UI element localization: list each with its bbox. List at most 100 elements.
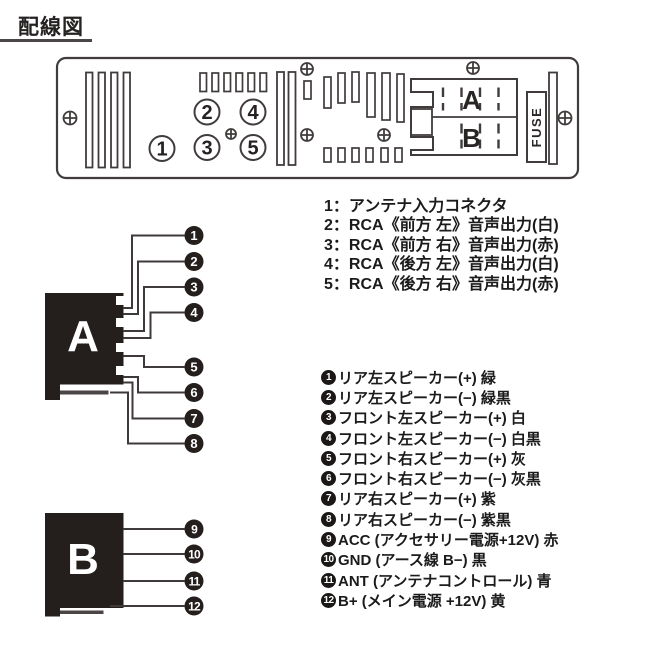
wire-line-3	[123, 286, 185, 332]
rca-ports: 1 2 3 4 5	[148, 98, 267, 162]
fuse-box	[526, 91, 547, 163]
port-circle-3	[193, 134, 221, 161]
iso-pin-slots-a	[441, 87, 500, 111]
screw-icon	[62, 61, 573, 142]
pin-list-item: 4 フロント左スピーカー(−) 白黒	[321, 428, 559, 448]
legend-item: 3：RCA《前方 右》音声出力(赤)	[324, 236, 559, 254]
legend-item: 1：アンテナ入力コネクタ	[324, 198, 508, 215]
vent-slats-bottom	[323, 147, 403, 163]
port-circle-1	[148, 135, 176, 162]
connector-a-wires	[110, 234, 185, 445]
iso-socket-b-label: B	[462, 123, 481, 153]
wire-number-10: 10	[188, 548, 201, 562]
legend-item: 2：RCA《前方 左》音声出力(白)	[324, 217, 559, 235]
wire-pin-list: 1 リア左スピーカー(+) 緑 2 リア左スピーカー(−) 緑黒 3 フロント左…	[321, 367, 559, 611]
iso-pin-slots-b	[460, 123, 500, 149]
vent-slats-left	[85, 71, 131, 169]
pin-list-item: 10 GND (アース線 B−) 黒	[321, 550, 559, 570]
pin-list-item: 1 リア左スピーカー(+) 緑	[321, 367, 559, 387]
connector-b-lip	[60, 610, 104, 614]
port-circle-4	[239, 98, 267, 126]
vent-bar-right	[548, 71, 558, 165]
port-number-1: 1	[156, 139, 167, 161]
wire-number-5: 5	[190, 360, 197, 375]
legend-item: 4：RCA《後方 左》音声出力(白)	[324, 256, 559, 274]
fuse-holder: FUSE	[526, 91, 547, 163]
connector-a-lip	[60, 390, 109, 395]
port-number-5: 5	[247, 138, 258, 160]
rear-panel: A B FUSE 1 2 3 4 5	[55, 56, 580, 180]
connector-b-block: B	[45, 513, 124, 617]
pin-label: GND (アース線 B−) 黒	[338, 552, 487, 570]
wire-number-8: 8	[190, 436, 197, 451]
pin-list-item: 8 リア右スピーカー(−) 紫黒	[321, 509, 559, 529]
vent-slot-small	[303, 80, 312, 100]
pin-label: フロント左スピーカー(−) 白黒	[338, 430, 541, 448]
pin-number-badge: 10	[321, 552, 336, 568]
pin-label: リア左スピーカー(+) 緑	[338, 369, 496, 387]
pin-number-badge: 1	[321, 369, 336, 385]
port-number-3: 3	[201, 138, 212, 160]
pin-number-badge: 9	[321, 532, 336, 548]
wire-number-circles-b: 9 10 11 12	[184, 519, 204, 616]
legend-item: 5：RCA《後方 右》音声出力(赤)	[324, 275, 559, 293]
pin-number-badge: 12	[321, 592, 336, 608]
pin-list-item: 5 フロント右スピーカー(+) 灰	[321, 448, 559, 468]
pin-number-badge: 4	[321, 430, 336, 446]
iso-socket-a-label: A	[462, 85, 481, 115]
pin-label: リア左スピーカー(−) 緑黒	[338, 389, 511, 407]
wire-line-4	[123, 311, 185, 339]
port-legend: 1：アンテナ入力コネクタ 2：RCA《前方 左》音声出力(白) 3：RCA《前方…	[324, 197, 559, 294]
connector-a-block: A	[45, 293, 124, 400]
wire-line-6	[123, 376, 185, 394]
pin-number-badge: 2	[321, 389, 336, 405]
pin-label: フロント右スピーカー(+) 灰	[338, 450, 526, 468]
pin-label: B+ (メイン電源 +12V) 黄	[338, 592, 506, 610]
vent-bars-middle	[276, 71, 297, 166]
pin-list-item: 7 リア右スピーカー(+) 紫	[321, 489, 559, 509]
wire-line-2	[123, 260, 185, 315]
wire-number-6: 6	[190, 385, 197, 400]
pin-number-badge: 11	[321, 572, 336, 588]
wire-number-7: 7	[190, 411, 197, 426]
wire-number-4: 4	[190, 305, 198, 320]
wire-line-5	[123, 355, 185, 368]
pin-list-item: 3 フロント左スピーカー(+) 白	[321, 408, 559, 428]
port-number-2: 2	[201, 102, 212, 124]
connector-b-wires	[110, 528, 185, 607]
wire-line-8	[110, 391, 185, 445]
wire-number-11: 11	[188, 575, 200, 589]
title-underline	[0, 39, 92, 42]
pin-list-item: 11 ANT (アンテナコントロール) 青	[321, 570, 559, 590]
port-circle-5	[239, 134, 267, 161]
pin-list-item: 12 B+ (メイン電源 +12V) 黄	[321, 590, 559, 610]
pin-label: リア右スピーカー(−) 紫黒	[338, 511, 511, 529]
connector-b-label: B	[67, 535, 99, 584]
wire-number-1: 1	[190, 228, 197, 243]
pin-label: リア右スピーカー(+) 紫	[338, 491, 496, 509]
wire-number-3: 3	[190, 280, 197, 295]
fuse-label: FUSE	[529, 107, 544, 148]
wire-number-12: 12	[188, 600, 201, 614]
vent-slats-staggered	[323, 71, 405, 123]
pin-label: ANT (アンテナコントロール) 青	[338, 572, 552, 590]
port-number-4: 4	[247, 102, 259, 124]
pin-list-item: 2 リア左スピーカー(−) 緑黒	[321, 387, 559, 407]
vent-slats-top	[199, 72, 268, 93]
wire-number-2: 2	[190, 254, 197, 269]
wire-number-circles-a: 1 2 3 4 5 6 7 8	[184, 226, 204, 453]
wire-number-9: 9	[191, 523, 198, 537]
page-title: 配線図	[18, 16, 84, 39]
wire-line-7	[123, 381, 185, 420]
pin-label: フロント左スピーカー(+) 白	[338, 410, 526, 428]
connector-a-label: A	[67, 312, 99, 361]
iso-connector-key-tab	[410, 108, 433, 136]
pin-list-item: 9 ACC (アクセサリー電源+12V) 赤	[321, 529, 559, 549]
pin-number-badge: 6	[321, 471, 336, 487]
pin-number-badge: 5	[321, 450, 336, 466]
pin-number-badge: 7	[321, 491, 336, 507]
pin-label: ACC (アクセサリー電源+12V) 赤	[338, 532, 559, 550]
pin-number-badge: 8	[321, 511, 336, 527]
pin-label: フロント右スピーカー(−) 灰黒	[338, 471, 541, 489]
